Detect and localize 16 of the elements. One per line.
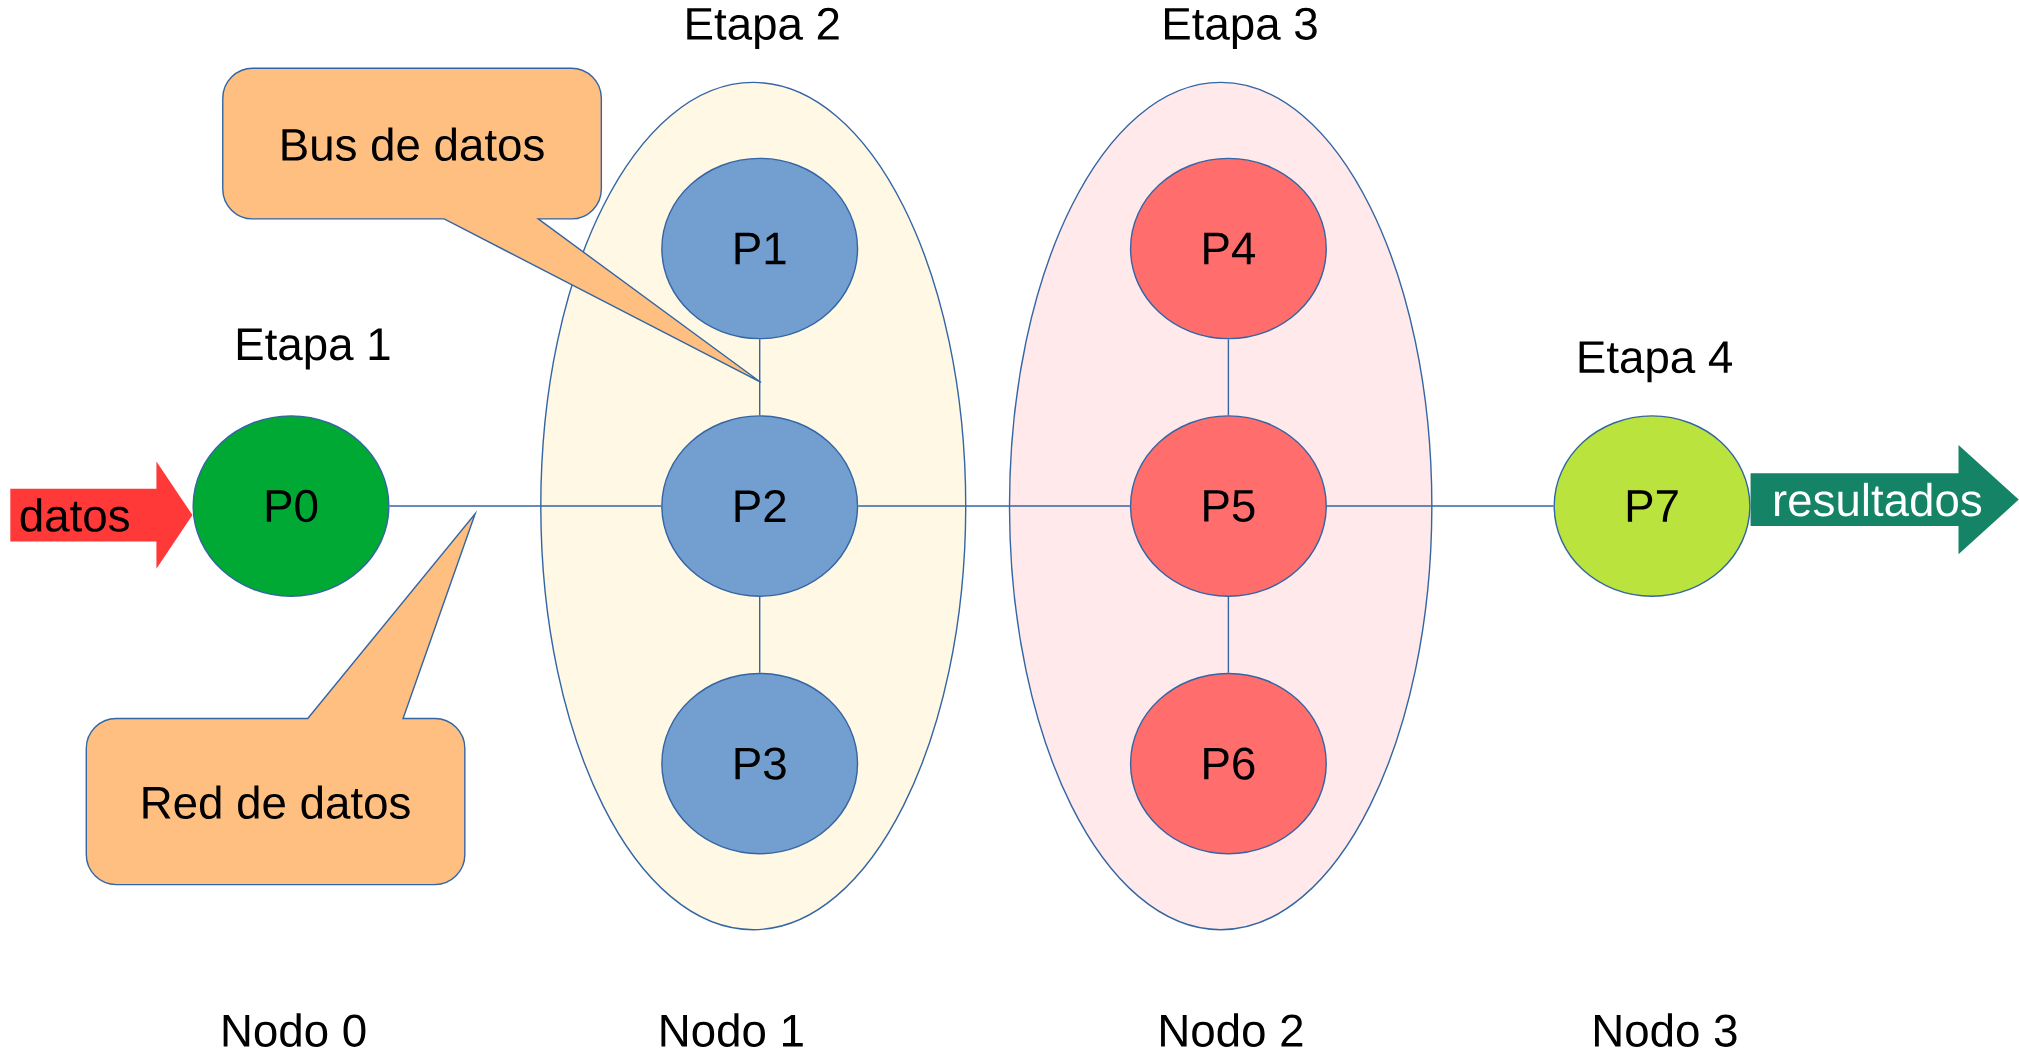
stage-heading: Etapa 3	[1165, 7, 1317, 49]
connector-line	[388, 505, 662, 507]
connector-line	[759, 338, 761, 416]
edge-label: resultados	[1768, 479, 1987, 520]
stage-heading: Etapa 2	[687, 7, 839, 49]
node-label: Nodo 3	[1595, 1013, 1737, 1047]
connector-line	[1326, 505, 1555, 507]
stage-heading: Etapa 1	[237, 328, 390, 370]
connector-line	[857, 505, 1131, 507]
node-label: Nodo 2	[1161, 1013, 1303, 1047]
node-label: Nodo 1	[661, 1013, 803, 1047]
connector-line	[1227, 338, 1230, 416]
stage-heading: Etapa 4	[1579, 341, 1732, 383]
connector-line	[759, 596, 761, 674]
node-label: Nodo 0	[223, 1013, 366, 1047]
connector-line	[1227, 596, 1230, 674]
